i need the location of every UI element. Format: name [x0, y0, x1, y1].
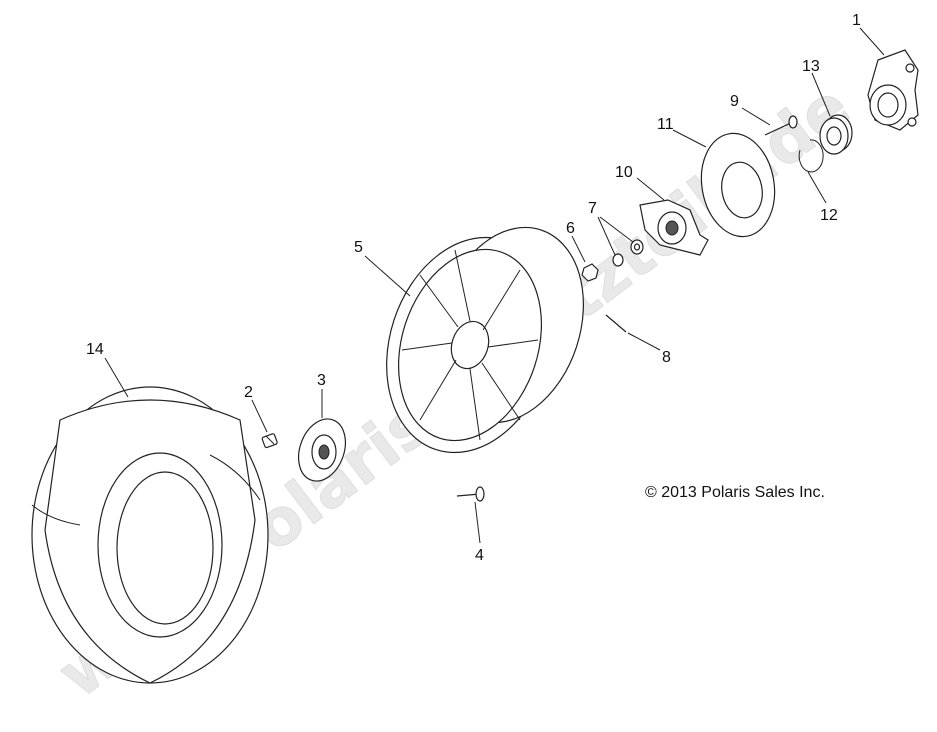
callout-13: 13 [802, 58, 820, 75]
wheel-rim-part [386, 226, 584, 454]
callout-7: 7 [588, 200, 597, 217]
callout-11: 11 [657, 116, 674, 133]
lug-nut-part [581, 263, 599, 282]
leader-lines [104, 27, 885, 544]
copyright-text: © 2013 Polaris Sales Inc. [645, 484, 825, 501]
bearing-part [819, 114, 853, 155]
brake-disc-part [700, 132, 776, 238]
callout-labels: 1 2 3 4 5 6 7 8 9 10 11 12 13 14 [86, 12, 861, 564]
callout-4: 4 [475, 547, 484, 564]
callout-9: 9 [730, 93, 739, 110]
callout-6: 6 [566, 220, 575, 237]
center-cap-part [298, 418, 346, 482]
callout-2: 2 [244, 384, 253, 401]
callout-1: 1 [852, 12, 861, 29]
hub-bolt-part [764, 115, 798, 136]
washer-part [612, 239, 644, 267]
callout-14: 14 [86, 341, 104, 358]
callout-8: 8 [662, 349, 671, 366]
callout-12: 12 [820, 207, 838, 224]
callout-10: 10 [615, 164, 633, 181]
callout-3: 3 [317, 372, 326, 389]
wheel-hub-part [639, 199, 709, 256]
cotter-pin-part [605, 314, 627, 333]
retaining-ring-part [798, 139, 824, 173]
lug-bolt-part [456, 486, 485, 502]
tire-part [31, 386, 269, 684]
steering-knuckle-part [867, 49, 919, 131]
valve-stem-part [261, 433, 278, 449]
callout-5: 5 [354, 239, 363, 256]
